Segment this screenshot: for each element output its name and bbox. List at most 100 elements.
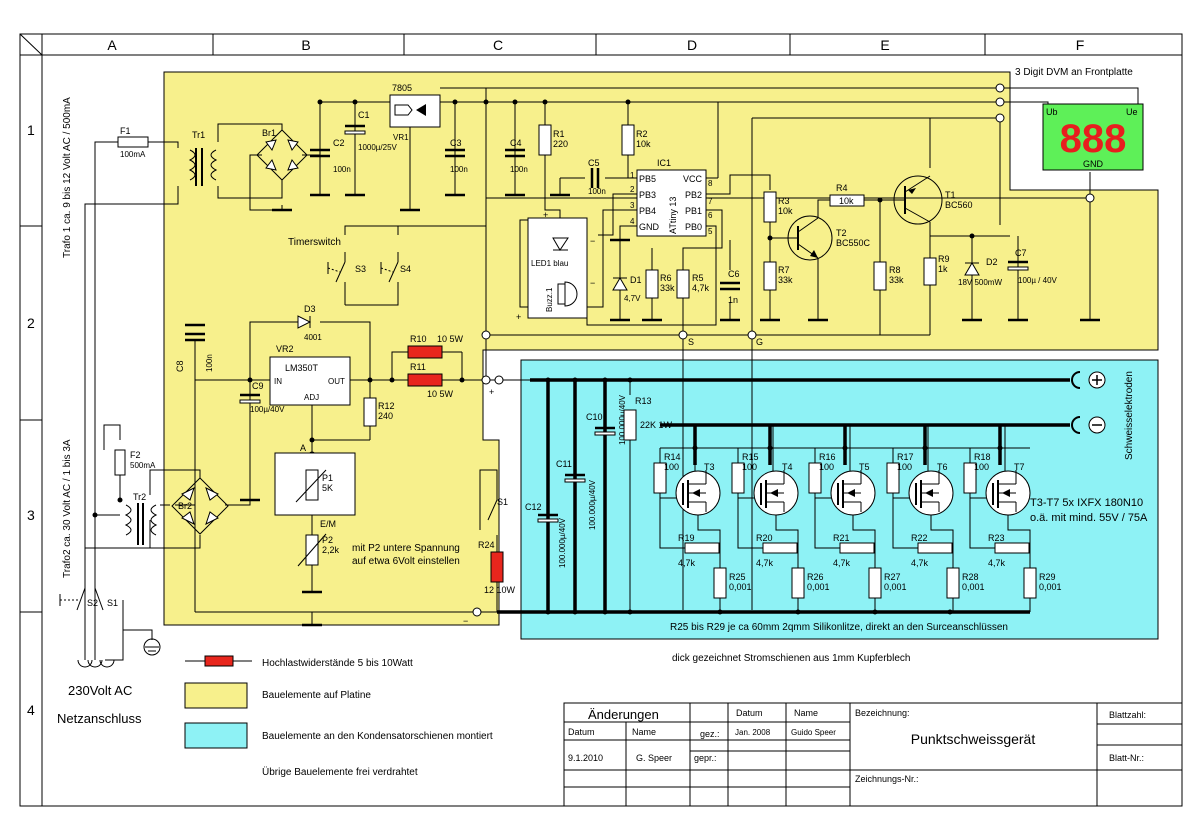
tb-blattzahl: Blattzahl:: [1109, 710, 1146, 720]
value-r28: 0,001: [962, 582, 985, 592]
r7-value: 33k: [778, 275, 793, 285]
bridge-br2: [171, 477, 229, 535]
r9-value: 1k: [938, 264, 948, 274]
label-r25: R25: [729, 572, 746, 582]
d3-value: 4001: [304, 333, 322, 342]
regulator-vr1: [389, 94, 441, 128]
label-r16: R16: [819, 452, 836, 462]
r7-label: R7: [778, 265, 790, 275]
tb-blatt-nr: Blatt-Nr.:: [1109, 753, 1144, 763]
r1-label: R1: [553, 129, 565, 139]
resistor-r28: [946, 567, 960, 599]
dvm-digits: 888: [1060, 117, 1127, 161]
resistor-r26: [791, 567, 805, 599]
br2-label: Br2: [178, 501, 192, 511]
resistor-r20: [762, 542, 798, 554]
c11-value: 100.000µ/40V: [588, 479, 597, 530]
node-g-label: G: [756, 337, 763, 347]
value-r21: 4,7k: [833, 558, 851, 568]
d2-label: D2: [986, 257, 998, 267]
ic-pin-pb1: PB1: [685, 206, 702, 216]
dvm-display: [1042, 103, 1144, 171]
vr2-type: LM350T: [285, 363, 319, 373]
tb-aenderungen: Änderungen: [588, 707, 659, 722]
tb-name: Name: [632, 727, 656, 737]
buzzer-symbol: [564, 281, 578, 307]
legend-red-swatch: [204, 655, 234, 667]
column-label-f: F: [1076, 37, 1085, 53]
r1-value: 220: [553, 139, 568, 149]
vr1-label: VR1: [393, 133, 409, 142]
c8-label: C8: [175, 360, 185, 372]
c3-label: C3: [450, 138, 462, 148]
dvm-ub: Ub: [1046, 107, 1058, 117]
ic-pin-pb2: PB2: [685, 190, 702, 200]
transistor-t1: [893, 175, 943, 225]
value-r15: 100: [742, 462, 757, 472]
label-r26: R26: [807, 572, 824, 582]
c4-label: C4: [510, 138, 522, 148]
capacitor-c10: [594, 426, 616, 436]
legend-red-label: Hochlastwiderstände 5 bis 10Watt: [262, 658, 413, 669]
ic-attiny13: [636, 169, 707, 237]
zener-d2: [964, 262, 980, 276]
c6-label: C6: [728, 269, 740, 279]
t2-value: BC550C: [836, 238, 871, 248]
mosfet-note-line2: o.ä. mit mind. 55V / 75A: [1030, 512, 1148, 524]
ic-pinnum-1: 1: [630, 171, 635, 180]
resistor-r10: [407, 345, 443, 359]
tr2-label: Tr2: [133, 492, 146, 502]
electrode-plus-terminal: [1071, 371, 1106, 389]
s1-label: S1: [497, 497, 508, 507]
resistor-r12: [363, 397, 377, 427]
resistor-r2: [621, 124, 635, 156]
mains-connection: Netzanschluss: [57, 711, 142, 726]
c8-value: 100n: [205, 354, 214, 372]
vr2-in: IN: [274, 377, 282, 386]
diode-d3: [297, 315, 312, 329]
resistor-r13: [623, 409, 637, 441]
node-s-label: S: [688, 337, 694, 347]
resistor-r6: [645, 269, 659, 299]
legend-yellow-swatch: [184, 682, 248, 709]
capacitor-c8: [185, 332, 205, 342]
r9-label: R9: [938, 254, 950, 264]
br1-label: Br1: [262, 128, 276, 138]
r4-label: R4: [836, 183, 848, 193]
label-r20: R20: [756, 533, 773, 543]
switch-s2: [59, 587, 104, 611]
led1-symbol: [552, 237, 569, 251]
resistor-r29: [1023, 567, 1037, 599]
c7-label: C7: [1015, 248, 1027, 258]
ic-pin-pb4: PB4: [639, 206, 656, 216]
fuse-f2: [114, 449, 126, 476]
d3-label: D3: [304, 304, 316, 314]
s2-label: S2: [87, 598, 98, 608]
zener-d1: [612, 277, 628, 291]
vr2-adj: ADJ: [304, 393, 319, 402]
resistor-r23: [994, 542, 1030, 554]
r12-value: 240: [378, 411, 393, 421]
value-r17: 100: [897, 462, 912, 472]
column-label-e: E: [880, 37, 889, 53]
c3-value: 100n: [450, 165, 468, 174]
c5-label: C5: [588, 158, 600, 168]
r5-label: R5: [692, 273, 704, 283]
r11-value: 10 5W: [427, 389, 454, 399]
pcb-minus-label: −: [463, 616, 468, 626]
d1-value: 4,7V: [624, 294, 641, 303]
busbar-note: dick gezeichnet Stromschienen aus 1mm Ku…: [672, 653, 910, 664]
t1-label: T1: [945, 190, 956, 200]
switch-s4: [380, 252, 399, 288]
mains-plug: [77, 659, 115, 668]
c2-label: C2: [333, 138, 345, 148]
value-r27: 0,001: [884, 582, 907, 592]
f2-value: 500mA: [130, 461, 156, 470]
tb-gez-date: Jan. 2008: [735, 728, 771, 737]
pcb-plus-label: +: [489, 387, 494, 397]
row-label-3: 3: [27, 507, 35, 523]
buz-minus: −: [590, 278, 595, 288]
bridge-br1: [256, 129, 308, 181]
